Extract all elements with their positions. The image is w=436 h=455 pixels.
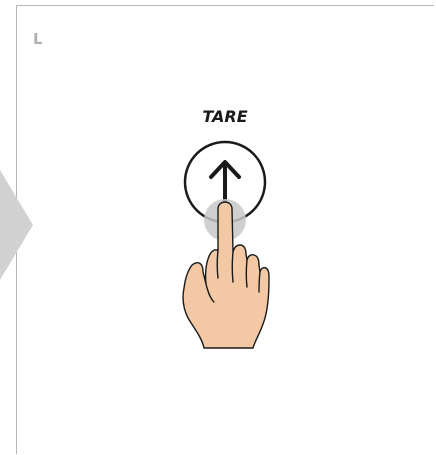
tare-label: TARE	[170, 109, 280, 125]
previous-step-arrow	[0, 170, 40, 280]
hand-pointer-icon	[183, 202, 269, 348]
panel-label: L	[33, 32, 43, 47]
tare-press-illustration	[170, 132, 280, 362]
